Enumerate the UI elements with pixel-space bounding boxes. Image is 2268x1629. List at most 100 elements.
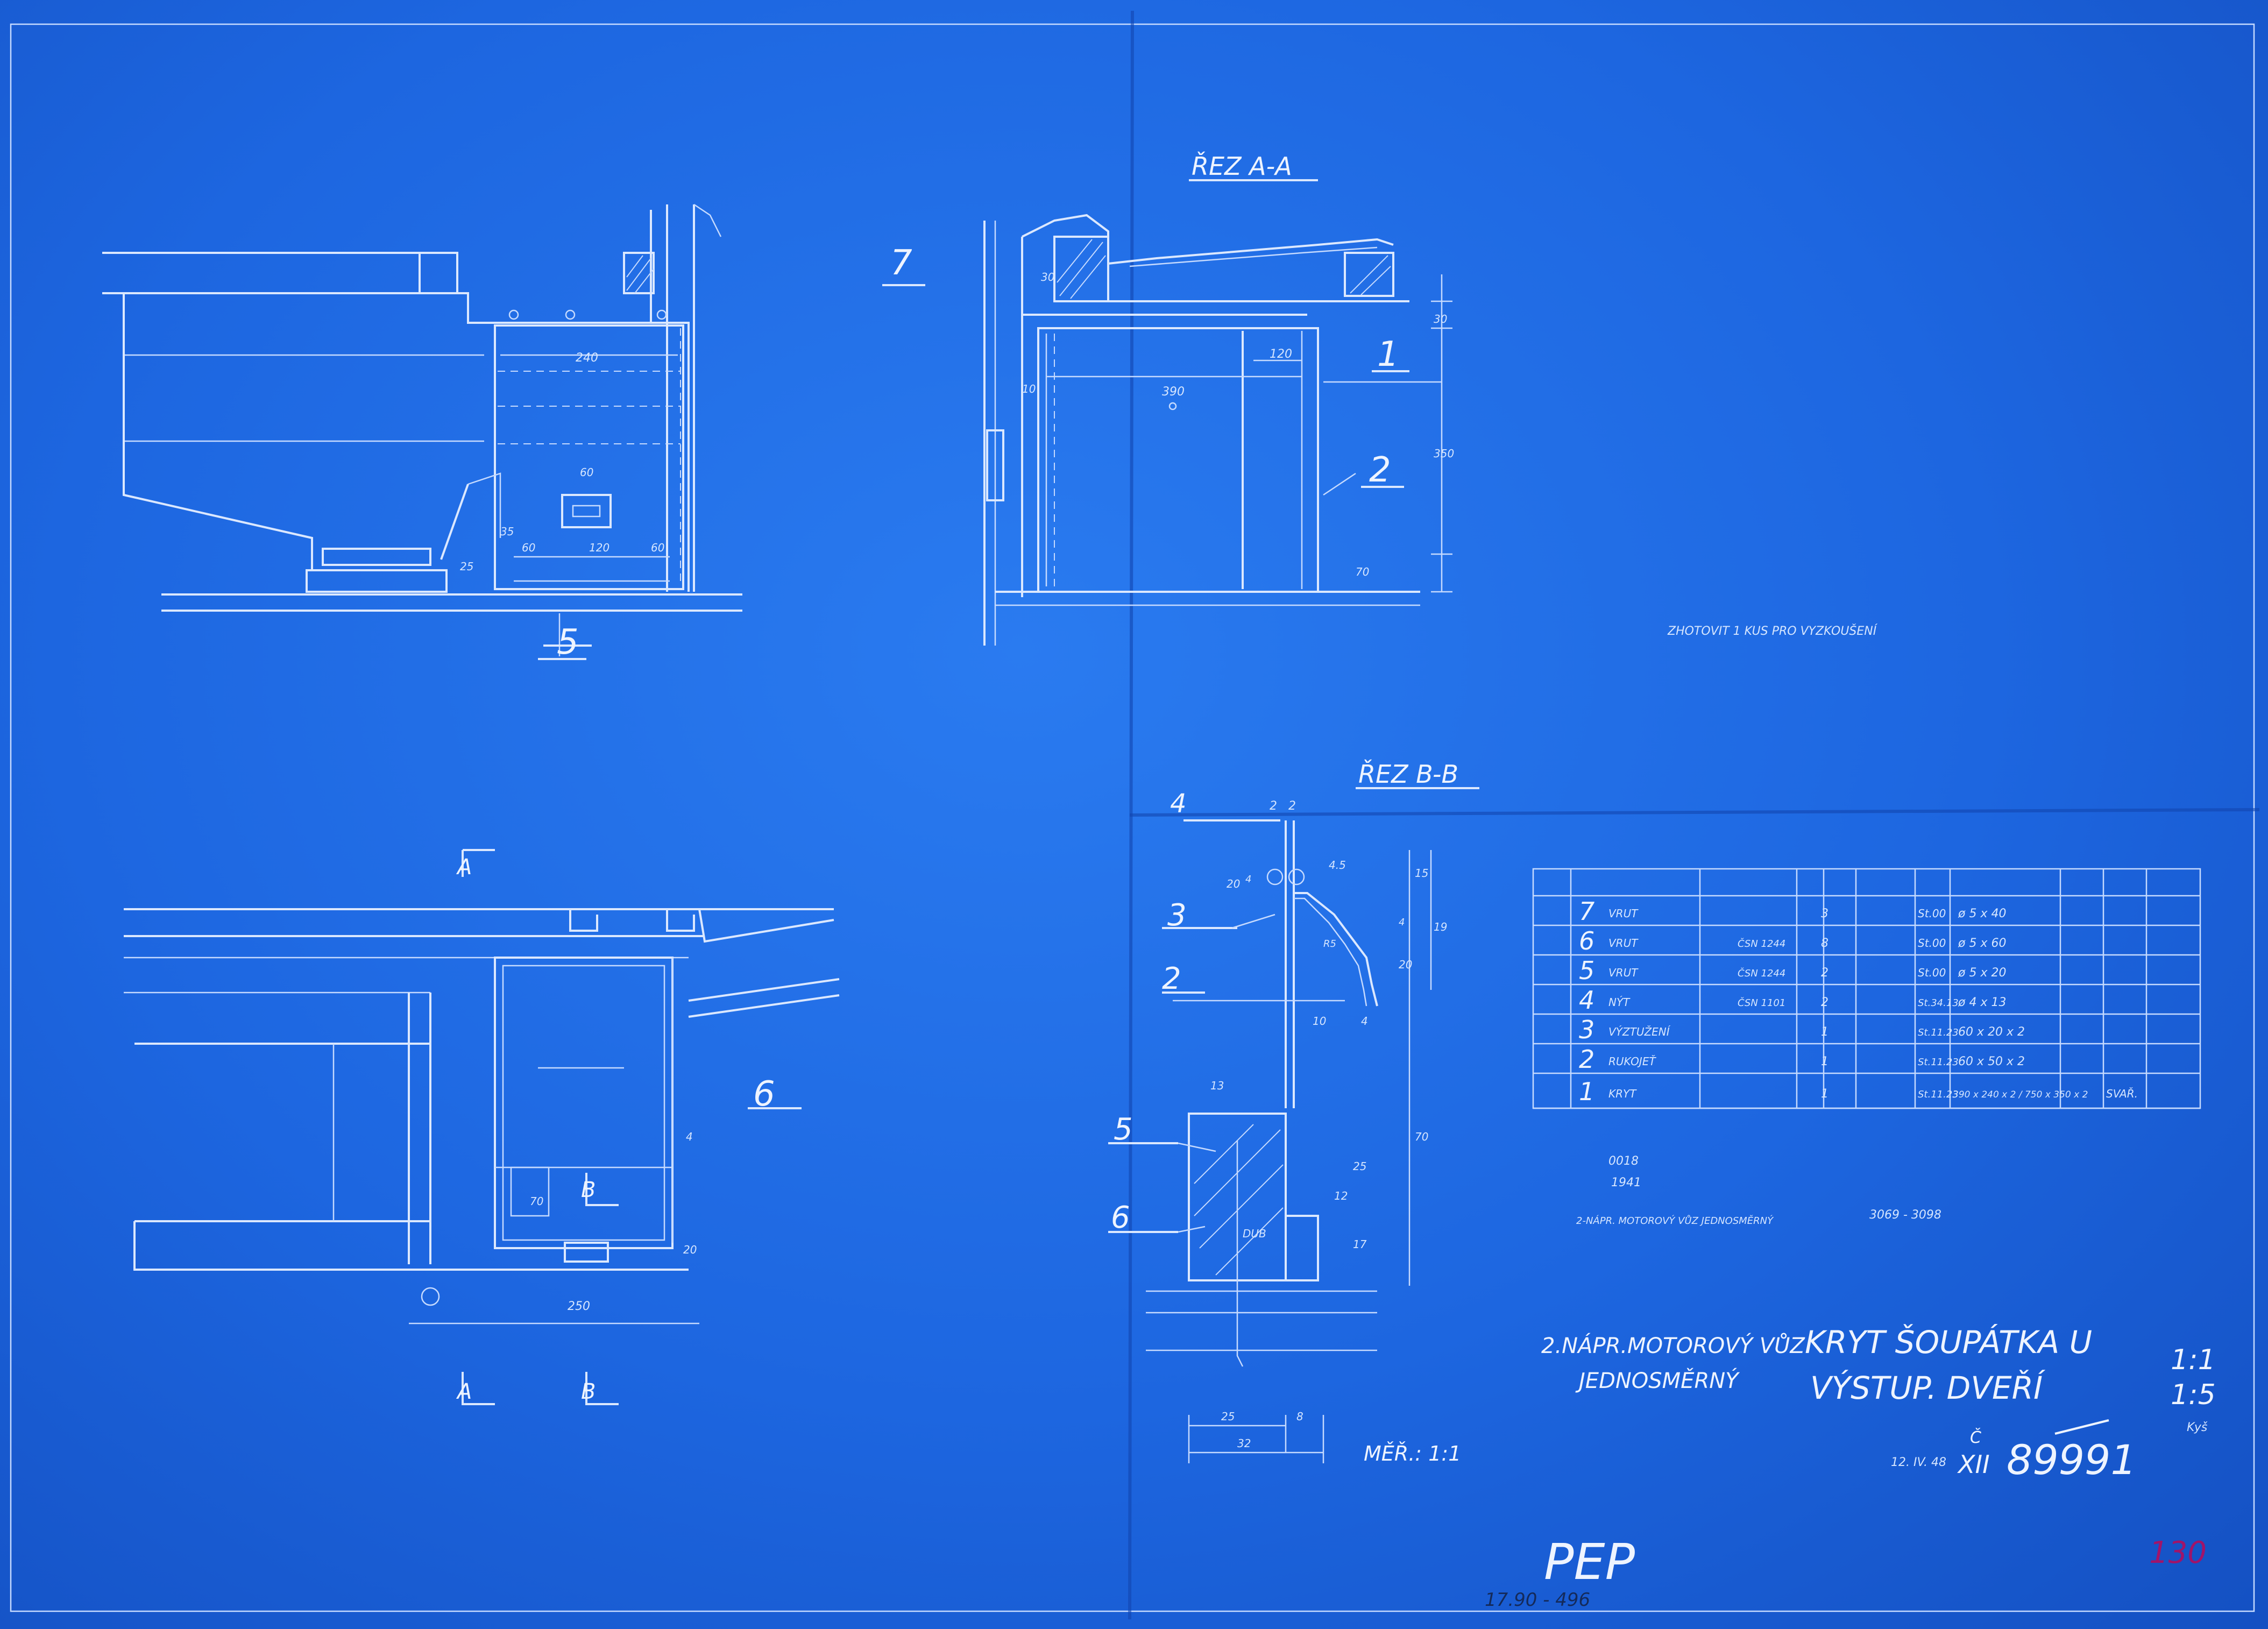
parts-table-rows: 7 VRUT 3 St.00 ø 5 x 40 6 VRUT ČSN 1244 … bbox=[1579, 897, 2138, 1106]
row-qty: 8 bbox=[1821, 937, 1828, 950]
parts-table-grid bbox=[1532, 868, 2201, 1435]
dim-2-b: 2 bbox=[1288, 799, 1296, 813]
dim-240: 240 bbox=[576, 351, 598, 365]
row-name: VRUT bbox=[1608, 937, 1639, 950]
row-size: 60 x 20 x 2 bbox=[1958, 1025, 2025, 1039]
dim-19: 19 bbox=[1434, 920, 1447, 933]
dim-25-bottom: 25 bbox=[1221, 1410, 1235, 1423]
row-material: St.00 bbox=[1918, 966, 1946, 979]
row-size: 390 x 240 x 2 / 750 x 350 x 2 bbox=[1953, 1089, 2088, 1100]
dim-35: 35 bbox=[500, 525, 514, 538]
dim-70-aa: 70 bbox=[1356, 565, 1369, 578]
row-size: ø 5 x 40 bbox=[1958, 907, 2006, 920]
dim-25-bb: 25 bbox=[1353, 1160, 1366, 1173]
table-row: 3 VÝZTUŽENÍ 1 St.11.23 60 x 20 x 2 bbox=[1579, 1015, 2025, 1044]
row-std: ČSN 1101 bbox=[1738, 997, 1785, 1009]
part-callout-7: 7 bbox=[890, 243, 912, 283]
row-size: 60 x 50 x 2 bbox=[1958, 1055, 2025, 1068]
vehicle-type-line1: 2.NÁPR.MOTOROVÝ VŮZ bbox=[1541, 1333, 1805, 1358]
row-size: ø 4 x 13 bbox=[1958, 996, 2006, 1009]
dim-30-right: 30 bbox=[1434, 313, 1447, 325]
part-callout-6-bb: 6 bbox=[1111, 1200, 1130, 1235]
dim-120: 120 bbox=[589, 541, 609, 554]
row-pos: 3 bbox=[1579, 1015, 1594, 1044]
dim-390: 390 bbox=[1162, 385, 1185, 399]
row-material: St.00 bbox=[1918, 907, 1946, 920]
row-material: St.11.23 bbox=[1918, 1027, 1959, 1038]
table-row: 1 KRYT 1 St.11.23 390 x 240 x 2 / 750 x … bbox=[1579, 1077, 2138, 1106]
pep-stamp: PEP bbox=[1544, 1533, 1635, 1591]
scale-label: MĚŘ.: 1:1 bbox=[1364, 1442, 1461, 1465]
section-mark-a-bottom: A bbox=[456, 1379, 472, 1404]
dim-350: 350 bbox=[1434, 447, 1454, 460]
dim-13: 13 bbox=[1210, 1079, 1224, 1092]
dim-70-bb: 70 bbox=[1415, 1130, 1428, 1143]
dim-32: 32 bbox=[1237, 1437, 1251, 1450]
vehicle-reference: 2-NÁPR. MOTOROVÝ VŮZ JEDNOSMĚRNÝ bbox=[1576, 1215, 1774, 1227]
part-callout-1: 1 bbox=[1377, 335, 1399, 374]
dim-4-bb: 4 bbox=[1361, 1015, 1368, 1028]
vehicle-type-line2: JEDNOSMĚRNÝ bbox=[1575, 1368, 1740, 1393]
row-pos: 6 bbox=[1579, 926, 1594, 955]
drawing-number: 89991 bbox=[2007, 1436, 2137, 1484]
row-std: ČSN 1244 bbox=[1738, 967, 1785, 979]
number-range: 3069 - 3098 bbox=[1869, 1208, 1941, 1222]
row-pos: 5 bbox=[1579, 956, 1594, 985]
row-pos: 1 bbox=[1579, 1077, 1594, 1106]
dim-10-aa: 10 bbox=[1022, 383, 1036, 395]
class-prefix: XII bbox=[1957, 1450, 1990, 1479]
dim-4-handle: 4 bbox=[1399, 917, 1405, 928]
row-name: RUKOJEŤ bbox=[1608, 1055, 1656, 1068]
scale-1-5: 1:5 bbox=[2171, 1379, 2216, 1411]
section-mark-b-top: B bbox=[581, 1178, 596, 1202]
dim-20-handle: 20 bbox=[1399, 958, 1412, 971]
dim-r5: R5 bbox=[1323, 938, 1336, 950]
year-1941: 1941 bbox=[1611, 1176, 1641, 1189]
dim-2-a: 2 bbox=[1270, 799, 1277, 813]
dim-120-aa: 120 bbox=[1270, 348, 1292, 361]
table-row: 2 RUKOJEŤ 1 St.11.23 60 x 50 x 2 bbox=[1579, 1045, 2025, 1074]
dim-70-left: 70 bbox=[530, 1195, 543, 1208]
archive-number: 17.90 - 496 bbox=[1485, 1589, 1590, 1611]
row-size: ø 5 x 20 bbox=[1958, 966, 2006, 980]
row-std: ČSN 1244 bbox=[1738, 938, 1785, 950]
section-mark-b-bottom: B bbox=[581, 1379, 596, 1404]
row-pos: 7 bbox=[1579, 897, 1594, 926]
fold-line-horizontal bbox=[1129, 808, 2260, 817]
material-note-dub: DUB bbox=[1243, 1227, 1266, 1240]
part-callout-4: 4 bbox=[1170, 789, 1187, 819]
drawing-title-line1: KRYT ŠOUPÁTKA U bbox=[1805, 1323, 2092, 1361]
signature: Kyš bbox=[2187, 1421, 2208, 1434]
section-bb-view bbox=[1108, 787, 1479, 1463]
table-row: 5 VRUT ČSN 1244 2 St.00 ø 5 x 20 bbox=[1579, 956, 2006, 985]
table-row: 7 VRUT 3 St.00 ø 5 x 40 bbox=[1579, 897, 2006, 926]
section-mark-a-top: A bbox=[456, 855, 472, 880]
table-row: 4 NÝT ČSN 1101 2 St.34.13 ø 4 x 13 bbox=[1579, 986, 2006, 1015]
dim-4-left: 4 bbox=[686, 1130, 693, 1143]
part-callout-6-left: 6 bbox=[753, 1074, 775, 1114]
top-left-view bbox=[102, 203, 742, 660]
note-text: ZHOTOVIT 1 KUS PRO VYZKOUŠENÍ bbox=[1667, 624, 1878, 638]
row-qty: 2 bbox=[1821, 996, 1828, 1009]
section-bb-title: ŘEZ B-B bbox=[1358, 760, 1458, 789]
row-pos: 2 bbox=[1579, 1045, 1594, 1074]
row-material: St.34.13 bbox=[1918, 997, 1959, 1009]
part-callout-2-aa: 2 bbox=[1369, 450, 1391, 490]
row-pos: 4 bbox=[1579, 986, 1594, 1015]
row-qty: 3 bbox=[1821, 907, 1828, 920]
dim-20-bb: 20 bbox=[1227, 877, 1240, 890]
dim-17: 17 bbox=[1353, 1238, 1367, 1251]
dim-10-bb: 10 bbox=[1313, 1015, 1326, 1028]
dim-30-aa: 30 bbox=[1041, 271, 1054, 284]
row-material: St.11.23 bbox=[1918, 1057, 1959, 1068]
drawing-date: 12. IV. 48 bbox=[1891, 1456, 1946, 1469]
section-aa-title: ŘEZ A-A bbox=[1192, 152, 1292, 181]
dim-60-top: 60 bbox=[580, 466, 593, 479]
row-name: NÝT bbox=[1608, 996, 1631, 1009]
part-callout-5-top: 5 bbox=[557, 622, 579, 662]
row-material: St.00 bbox=[1918, 937, 1946, 950]
dim-25: 25 bbox=[460, 560, 473, 573]
drawing-title-line2: VÝSTUP. DVEŘÍ bbox=[1810, 1369, 2046, 1406]
dim-8: 8 bbox=[1296, 1410, 1303, 1423]
